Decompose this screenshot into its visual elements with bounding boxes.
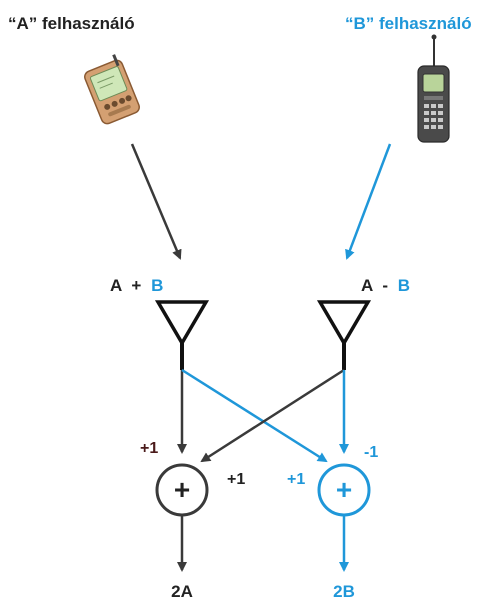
antenna-right-icon	[316, 300, 372, 370]
left-combiner: +	[155, 463, 209, 517]
antenna-left-term-a: A	[110, 276, 122, 295]
antenna-right-operator: -	[382, 276, 388, 295]
left-output-label: 2A	[171, 582, 193, 601]
left-combiner-coef-top: +1	[140, 440, 158, 457]
right-combiner-coef-cross: +1	[287, 471, 305, 488]
pda-icon	[84, 54, 140, 125]
user-a-title: “A” felhasználó	[8, 14, 135, 33]
right-antenna-to-left-combiner	[200, 368, 345, 463]
signal-arrow-a	[130, 143, 182, 260]
left-antenna-to-right-combiner	[181, 368, 328, 463]
signal-arrow-b	[345, 143, 392, 260]
mobile-phone-icon	[417, 34, 450, 143]
antenna-left-label: A + B	[110, 276, 163, 295]
right-combiner: +	[317, 463, 371, 517]
left-combiner-symbol: +	[174, 474, 190, 505]
right-combiner-symbol: +	[336, 474, 352, 505]
antenna-right-term-b: B	[398, 276, 410, 295]
antenna-right-label: A - B	[361, 276, 410, 295]
antenna-left-icon	[154, 300, 210, 370]
left-combiner-coef-cross: +1	[227, 471, 245, 488]
antenna-left-operator: +	[131, 276, 141, 295]
antenna-left-term-b: B	[151, 276, 163, 295]
antenna-right-term-a: A	[361, 276, 373, 295]
right-output-label: 2B	[333, 582, 355, 601]
user-b-title: “B” felhasználó	[345, 14, 472, 33]
right-combiner-coef-top: -1	[364, 444, 378, 461]
